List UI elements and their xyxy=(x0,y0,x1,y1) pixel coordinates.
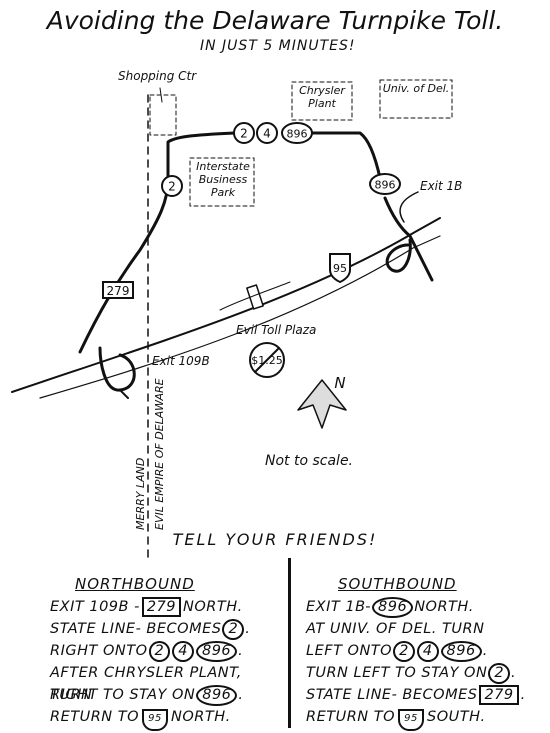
road-279-2 xyxy=(78,131,237,354)
exit-109b-loop xyxy=(98,346,136,392)
step-text-end: . xyxy=(511,665,517,681)
northbound-heading: NORTHBOUND xyxy=(75,575,195,593)
step-text: STATE LINE- BECOMES xyxy=(50,621,222,637)
chrysler-plant-box xyxy=(291,81,353,121)
step-text: RIGHT TO STAY ON xyxy=(50,687,196,703)
marker-2-left-label: 2 xyxy=(168,180,176,194)
no-toll-sign xyxy=(249,342,285,378)
shopping-ctr-box xyxy=(149,94,177,136)
marker-4-top-label: 4 xyxy=(263,127,271,141)
label-merry-land: MERRY LAND xyxy=(134,458,147,530)
marker-896-right xyxy=(369,173,401,195)
exit-1b-loop xyxy=(385,238,412,273)
route-marker: 896 xyxy=(372,597,414,618)
marker-i95 xyxy=(329,253,351,284)
step-text-end: . xyxy=(520,687,526,703)
map-subtitle: IN JUST 5 MINUTES! xyxy=(200,38,356,54)
route-marker: 95 xyxy=(398,709,425,731)
map-title: Avoiding the Delaware Turnpike Toll. xyxy=(46,6,504,35)
direction-step: AFTER CHRYSLER PLANT, TURN xyxy=(50,662,286,703)
marker-896-top xyxy=(281,122,313,144)
step-text: STATE LINE- BECOMES xyxy=(306,687,478,703)
step-text: EXIT 109B - xyxy=(50,599,140,615)
label-evil-empire: EVIL EMPIRE OF DELAWARE xyxy=(153,378,166,530)
label-chrysler-plant: Chrysler Plant xyxy=(299,84,345,110)
step-text: AFTER CHRYSLER PLANT, TURN xyxy=(50,665,242,703)
marker-2-left xyxy=(161,175,183,197)
column-divider xyxy=(288,558,291,728)
label-exit-1b: Exit 1B xyxy=(420,179,462,193)
toll-plaza-marker xyxy=(246,284,264,310)
step-text: EXIT 1B- xyxy=(306,599,371,615)
exit-1b-arrow xyxy=(399,191,419,223)
i95-highway-lower xyxy=(39,235,441,399)
toll-amount: $1.25 xyxy=(251,354,283,367)
marker-896-top-label: 896 xyxy=(287,128,308,141)
step-text: TURN LEFT TO STAY ON xyxy=(306,665,488,681)
i95-highway xyxy=(11,217,441,393)
marker-4-top xyxy=(256,122,278,144)
step-text-end: . xyxy=(238,687,244,703)
road-top xyxy=(308,131,382,180)
southbound-heading: SOUTHBOUND xyxy=(338,575,457,593)
route-marker: 2 xyxy=(222,619,245,640)
step-text-end: NORTH. xyxy=(414,599,474,615)
step-text: RETURN TO xyxy=(50,709,140,725)
route-marker: 4 xyxy=(172,641,194,662)
label-not-to-scale: Not to scale. xyxy=(265,453,353,469)
step-text-end: SOUTH. xyxy=(427,709,486,725)
direction-step: AT UNIV. OF DEL. TURN xyxy=(306,618,546,640)
route-marker: 896 xyxy=(440,641,482,662)
step-text-end: NORTH. xyxy=(183,599,243,615)
marker-279-label: 279 xyxy=(107,284,130,298)
label-evil-toll-plaza: Evil Toll Plaza xyxy=(236,323,316,337)
route-marker: 95 xyxy=(142,709,169,731)
marker-279 xyxy=(102,281,134,299)
step-text-end: . xyxy=(238,643,244,659)
label-shopping-ctr: Shopping Ctr xyxy=(118,69,197,83)
route-marker: 2 xyxy=(393,641,415,662)
step-text-end: . xyxy=(482,643,488,659)
route-marker: 896 xyxy=(196,685,238,706)
step-text: LEFT ONTO xyxy=(306,643,393,659)
route-marker: 2 xyxy=(148,641,171,662)
north-label: N xyxy=(334,374,345,392)
north-arrow xyxy=(297,379,347,429)
step-text-end: . xyxy=(245,621,251,637)
route-marker: 279 xyxy=(141,597,181,617)
univ-del-box xyxy=(379,79,453,119)
marker-2-top-label: 2 xyxy=(240,127,248,141)
business-park-box xyxy=(189,157,255,207)
marker-2-top xyxy=(233,122,255,144)
label-univ-del: Univ. of Del. xyxy=(382,82,450,95)
route-marker: 2 xyxy=(488,663,511,684)
marker-i95-label: 95 xyxy=(333,262,347,275)
label-exit-109b: Exit 109B xyxy=(152,354,210,368)
step-text-end: NORTH. xyxy=(171,709,231,725)
step-text: RETURN TO xyxy=(306,709,396,725)
route-marker: 279 xyxy=(479,685,519,705)
step-text: AT UNIV. OF DEL. TURN xyxy=(306,621,485,637)
label-business-park: Interstate Business Park xyxy=(196,160,250,199)
road-896 xyxy=(383,196,434,282)
marker-896-right-label: 896 xyxy=(375,179,396,192)
tell-your-friends: TELL YOUR FRIENDS! xyxy=(172,530,378,549)
step-text: RIGHT ONTO xyxy=(50,643,148,659)
route-marker: 4 xyxy=(416,641,439,662)
route-marker: 896 xyxy=(195,641,238,662)
